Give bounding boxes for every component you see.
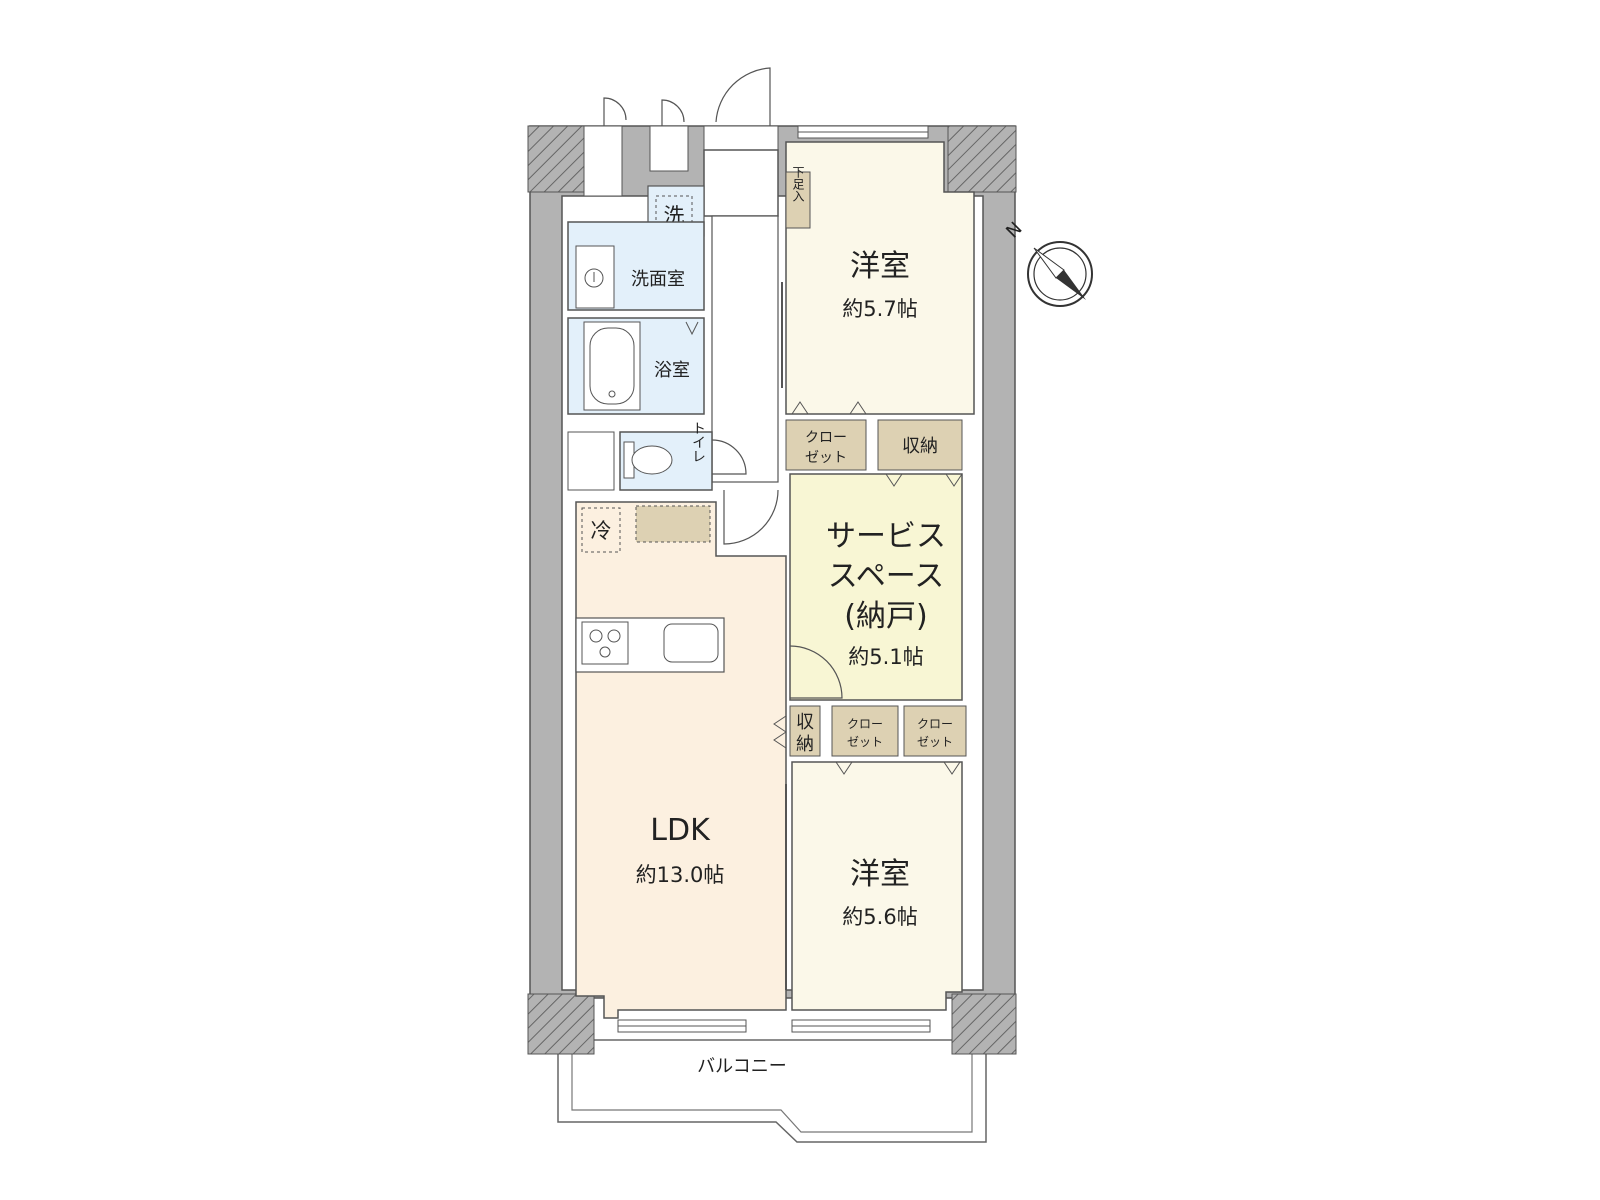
door-swing-toilet bbox=[711, 439, 747, 475]
storage-north-label: 収納 bbox=[902, 436, 938, 457]
ldk-storage-door bbox=[773, 715, 787, 733]
door-swing-n2 bbox=[661, 99, 685, 126]
entrance-floor bbox=[703, 149, 779, 217]
column-se bbox=[951, 993, 1017, 1055]
column-nw bbox=[527, 125, 585, 193]
stove-icon bbox=[581, 621, 629, 665]
ldk-storage-label-1: 収 bbox=[796, 712, 814, 733]
bedroom-north-name: 洋室 bbox=[850, 249, 910, 284]
kitchen-cabinet bbox=[635, 505, 711, 543]
fridge-label: 冷 bbox=[591, 519, 612, 543]
door-swing-service bbox=[789, 645, 843, 699]
service-space-floor bbox=[789, 473, 963, 701]
service-space-name-2: スペース bbox=[828, 559, 944, 594]
bathtub-icon bbox=[589, 327, 635, 405]
door-swing-n1 bbox=[603, 97, 627, 126]
north-opening-1 bbox=[583, 125, 623, 197]
closet-mid-right-label-2: ゼット bbox=[917, 735, 953, 749]
door-swing-entrance bbox=[715, 67, 771, 126]
shoe-storage bbox=[785, 171, 811, 229]
ldk-size: 約13.0帖 bbox=[636, 863, 725, 887]
toilet-icon bbox=[631, 445, 673, 475]
hallway-floor bbox=[711, 215, 779, 483]
ldk-storage bbox=[789, 705, 821, 757]
service-space-name-3: (納戸) bbox=[844, 599, 927, 634]
shoe-storage-label: 下足入 bbox=[791, 166, 805, 202]
closet-north-label-2: ゼット bbox=[805, 450, 847, 466]
closet-north-label-1: クロー bbox=[805, 430, 847, 446]
closet-mid-left-label-2: ゼット bbox=[847, 735, 883, 749]
north-opening-2 bbox=[649, 125, 689, 172]
closet-mid-left-label-1: クロー bbox=[847, 717, 883, 731]
bedroom-south-name: 洋室 bbox=[850, 857, 910, 892]
ldk-storage-label-2: 納 bbox=[796, 734, 814, 755]
ldk-name: LDK bbox=[650, 813, 711, 848]
closet-north bbox=[785, 419, 867, 471]
storage-north bbox=[877, 419, 963, 471]
kitchen-sink-icon bbox=[663, 623, 719, 663]
bedroom-north-floor bbox=[785, 141, 975, 415]
toilet-label: トイレ bbox=[690, 421, 706, 463]
door-swing-ldk bbox=[723, 489, 779, 545]
bath-door-marker bbox=[685, 321, 699, 336]
ldk-floor bbox=[575, 501, 787, 1019]
bedroom-north-size: 約5.7帖 bbox=[842, 297, 917, 321]
column-sw bbox=[527, 993, 595, 1055]
service-space-name-1: サービス bbox=[826, 519, 946, 554]
fridge-box bbox=[581, 507, 621, 553]
closet-mid-right bbox=[903, 705, 967, 757]
bedroom-south-floor bbox=[791, 761, 963, 1011]
balcony-label: バルコニー bbox=[697, 1056, 787, 1077]
washroom-label: 洗面室 bbox=[631, 269, 685, 290]
bathroom-label: 浴室 bbox=[654, 360, 690, 381]
service-space-size: 約5.1帖 bbox=[848, 645, 923, 669]
compass-icon bbox=[1027, 241, 1093, 307]
closet-mid-right-label-1: クロー bbox=[917, 717, 953, 731]
column-ne bbox=[947, 125, 1017, 193]
closet-mid-left bbox=[831, 705, 899, 757]
bedroom-south-size: 約5.6帖 bbox=[842, 905, 917, 929]
toilet-left-space bbox=[567, 431, 615, 491]
balcony-inner bbox=[571, 1039, 973, 1133]
